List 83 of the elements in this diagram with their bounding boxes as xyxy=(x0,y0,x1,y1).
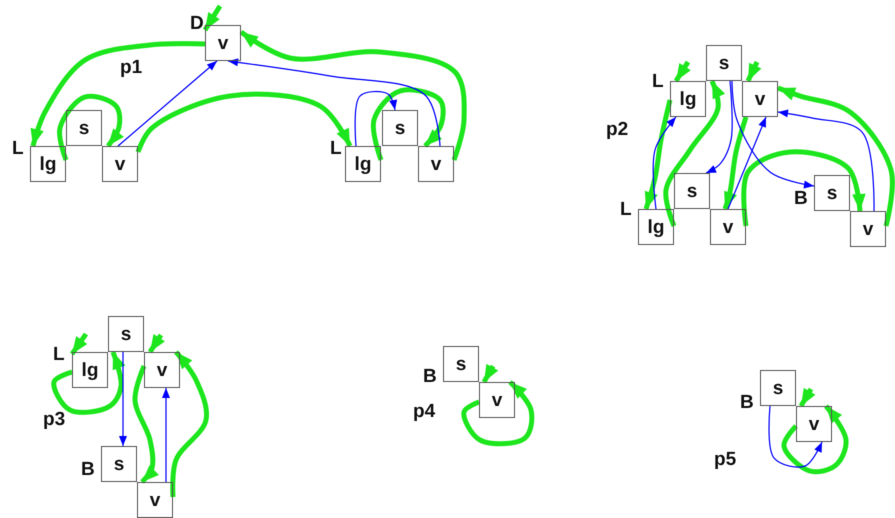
arrow xyxy=(119,352,127,446)
node-box xyxy=(479,382,515,418)
node-label: s xyxy=(718,54,730,72)
arrow xyxy=(162,388,170,482)
arrow xyxy=(782,404,849,474)
arrow xyxy=(706,80,733,174)
node-tag: L xyxy=(12,139,24,158)
node-label: s xyxy=(120,324,132,344)
node-label: v xyxy=(862,220,874,238)
arrow xyxy=(768,406,823,468)
path-label: p4 xyxy=(413,402,436,421)
node-label: lg xyxy=(354,154,372,174)
node-label: s xyxy=(686,182,698,200)
node-label: lg xyxy=(680,90,696,108)
node-label: lg xyxy=(648,218,664,236)
arrow xyxy=(798,388,816,408)
node-label: lg xyxy=(82,360,98,380)
arrow xyxy=(51,351,126,415)
node-box xyxy=(137,482,173,518)
node-box xyxy=(108,316,144,352)
node-tag: L xyxy=(53,345,65,364)
node-box xyxy=(742,81,778,117)
node-box xyxy=(706,45,742,81)
node-box xyxy=(418,146,454,182)
path-label: p1 xyxy=(120,58,142,77)
node-box xyxy=(382,110,418,146)
arrow xyxy=(778,110,875,211)
arrow xyxy=(148,334,165,354)
node-label: v xyxy=(156,360,168,380)
node-tag: L xyxy=(330,139,342,158)
arrow xyxy=(722,116,748,210)
node-label: v xyxy=(722,218,734,236)
node-label: v xyxy=(492,390,502,410)
node-tag: L xyxy=(620,200,632,219)
arrow xyxy=(228,58,441,146)
node-label: v xyxy=(808,414,820,434)
node-box xyxy=(710,209,746,245)
arrow xyxy=(777,86,895,227)
node-box xyxy=(144,352,180,388)
node-label: v xyxy=(218,34,228,52)
node-label: v xyxy=(150,490,160,510)
node-box xyxy=(796,406,832,442)
arrow xyxy=(132,365,159,484)
node-label: s xyxy=(78,118,90,138)
arrow xyxy=(118,60,218,146)
arrow xyxy=(652,116,676,210)
arrow xyxy=(136,92,352,153)
arrow xyxy=(482,364,498,384)
node-label: s xyxy=(772,378,784,398)
node-tag: L xyxy=(652,72,664,91)
node-box xyxy=(850,211,886,247)
node-tag: B xyxy=(423,367,437,386)
arrow xyxy=(461,380,534,446)
arrow xyxy=(354,90,398,146)
node-label: lg xyxy=(40,154,56,174)
node-label: s xyxy=(826,184,838,202)
node-label: s xyxy=(114,454,124,474)
path-label: p2 xyxy=(606,120,628,139)
node-label: s xyxy=(456,354,466,374)
arrow xyxy=(741,149,866,226)
node-tag: B xyxy=(740,393,754,412)
node-label: v xyxy=(114,154,126,174)
path-label: p3 xyxy=(43,410,66,429)
arrow xyxy=(644,99,672,210)
arrow xyxy=(70,332,88,356)
arrow xyxy=(746,60,762,82)
node-box xyxy=(674,173,710,209)
node-tag: D xyxy=(190,14,204,33)
path-label: p5 xyxy=(714,450,736,469)
node-label: v xyxy=(430,154,442,174)
node-label: v xyxy=(754,90,766,108)
node-tag: B xyxy=(794,189,808,208)
node-box xyxy=(102,146,138,182)
node-box xyxy=(66,110,102,146)
arrow xyxy=(727,116,767,210)
node-tag: B xyxy=(81,460,95,479)
node-label: s xyxy=(394,118,406,138)
arrow xyxy=(674,60,691,82)
arrow xyxy=(170,350,209,498)
arrow xyxy=(240,30,467,161)
arrow xyxy=(202,4,222,32)
arrow xyxy=(731,81,814,188)
arrow xyxy=(30,41,206,147)
